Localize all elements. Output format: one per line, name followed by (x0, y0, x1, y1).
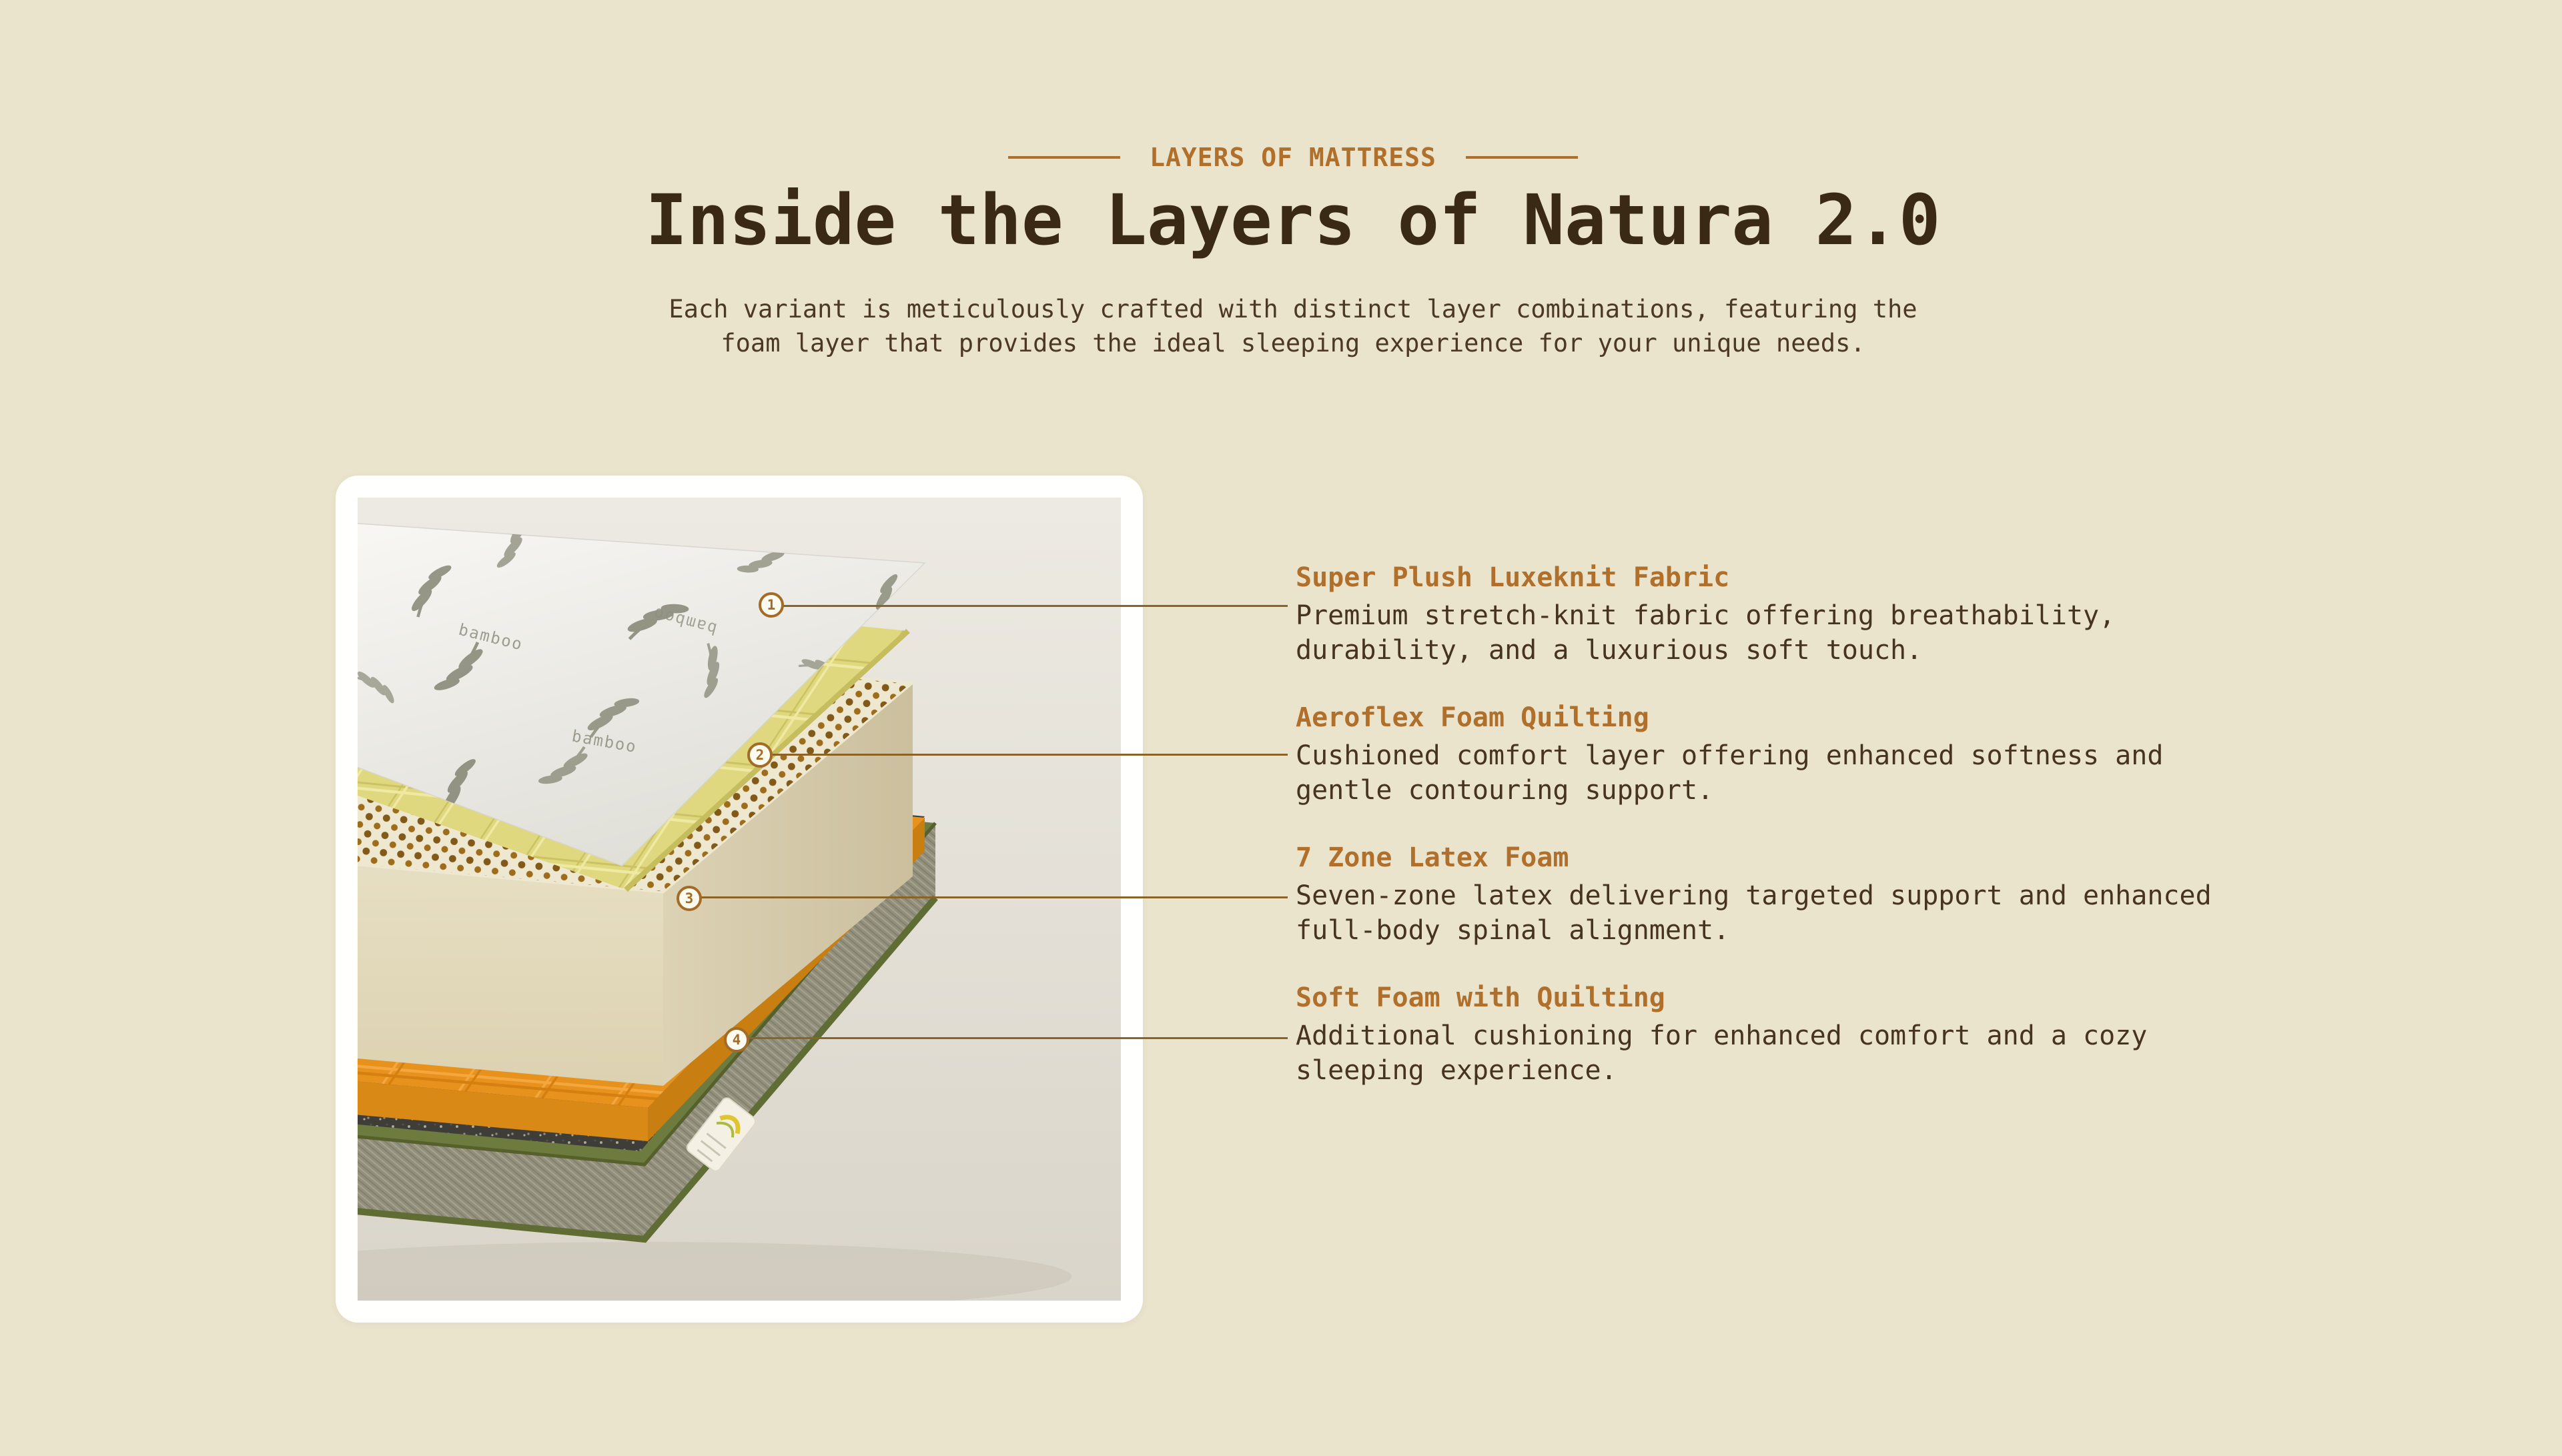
leader-line-2 (760, 754, 1288, 756)
latex-side-face (663, 683, 913, 1086)
layer-description: Premium stretch-knit fabric offering bre… (1296, 600, 2116, 666)
floor-shadow (358, 1242, 1072, 1301)
layer-block-3: 7 Zone Latex Foam Seven-zone latex deliv… (1296, 840, 2296, 948)
layer-marker-2: 2 (747, 742, 773, 768)
mattress-illustration: bamboo bamboo bamboo bamboo (358, 498, 1121, 1301)
marker-number: 1 (767, 596, 776, 613)
layer-description: Seven-zone latex delivering targeted sup… (1296, 880, 2212, 946)
eyebrow: LAYERS OF MATTRESS (24, 143, 2562, 172)
layer-block-4: Soft Foam with Quilting Additional cushi… (1296, 980, 2296, 1088)
layer-title: Aeroflex Foam Quilting (1296, 702, 1649, 733)
marker-number: 2 (755, 746, 765, 763)
page-subtitle: Each variant is meticulously crafted wit… (669, 295, 1917, 357)
eyebrow-rule-right (1465, 156, 1578, 159)
layer-marker-4: 4 (724, 1027, 749, 1052)
layer-description: Additional cushioning for enhanced comfo… (1296, 1020, 2148, 1086)
marker-number: 3 (685, 890, 694, 906)
latex-front-face (358, 865, 663, 1086)
layer-marker-1: 1 (759, 592, 784, 618)
layer-title: Super Plush Luxeknit Fabric (1296, 562, 1730, 593)
leader-line-4 (737, 1037, 1288, 1039)
brand-tag (686, 1097, 757, 1172)
layer-title: Soft Foam with Quilting (1296, 982, 1665, 1013)
layer-title: 7 Zone Latex Foam (1296, 842, 1569, 873)
leader-line-1 (771, 605, 1288, 607)
eyebrow-label: LAYERS OF MATTRESS (1150, 143, 1436, 172)
orange-foam-edge-left (358, 1081, 648, 1141)
mattress-image-card: bamboo bamboo bamboo bamboo (336, 476, 1143, 1323)
page-title: Inside the Layers of Natura 2.0 (645, 179, 1941, 261)
eyebrow-rule-left (1008, 156, 1121, 159)
layer-description: Cushioned comfort layer offering enhance… (1296, 740, 2164, 806)
marker-number: 4 (732, 1031, 741, 1048)
base-bottom-piping (358, 895, 938, 1243)
layer-marker-3: 3 (677, 886, 702, 911)
layer-descriptions: Super Plush Luxeknit Fabric Premium stre… (1296, 560, 2296, 1120)
leader-line-3 (689, 896, 1288, 898)
layer-block-1: Super Plush Luxeknit Fabric Premium stre… (1296, 560, 2296, 668)
layer-block-2: Aeroflex Foam Quilting Cushioned comfort… (1296, 700, 2296, 808)
base-side-left (358, 1137, 645, 1239)
mattress-cutaway-image: bamboo bamboo bamboo bamboo (358, 498, 1121, 1301)
